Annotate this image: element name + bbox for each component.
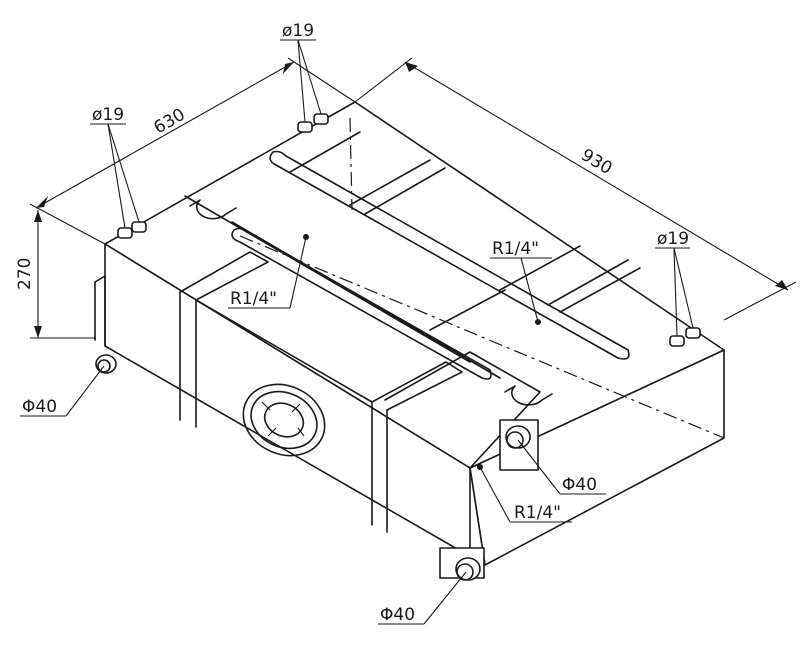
- inspection-hatch: [242, 383, 326, 457]
- label-outlet-front: Φ40: [562, 475, 597, 495]
- label-thread-front: R1/4": [514, 503, 561, 523]
- outlet-40-left: [95, 354, 117, 374]
- tank-body: [94, 101, 725, 566]
- label-thread-top-right: R1/4": [492, 239, 539, 259]
- label-port19-left: ø19: [92, 105, 124, 125]
- centerline-long: [239, 235, 725, 439]
- label-port19-top: ø19: [282, 21, 314, 41]
- label-thread-top-left: R1/4": [230, 289, 277, 309]
- dim-length-label: 930: [577, 145, 615, 179]
- leader-lines: [20, 39, 694, 625]
- dim-height-label: 270: [15, 258, 35, 290]
- outlet-40-front: [499, 419, 539, 471]
- labels: 630 930 270 ø19 ø19 ø19 R1/4" R1/4" R1/4…: [15, 21, 689, 625]
- label-outlet-left: Φ40: [22, 397, 57, 417]
- label-port19-right: ø19: [657, 229, 689, 249]
- outlet-40-bottom: [439, 547, 485, 581]
- centerline-vertical: [349, 117, 353, 211]
- dimension-lines: [29, 57, 797, 339]
- dim-width-label: 630: [151, 105, 189, 139]
- label-outlet-bottom: Φ40: [380, 605, 415, 625]
